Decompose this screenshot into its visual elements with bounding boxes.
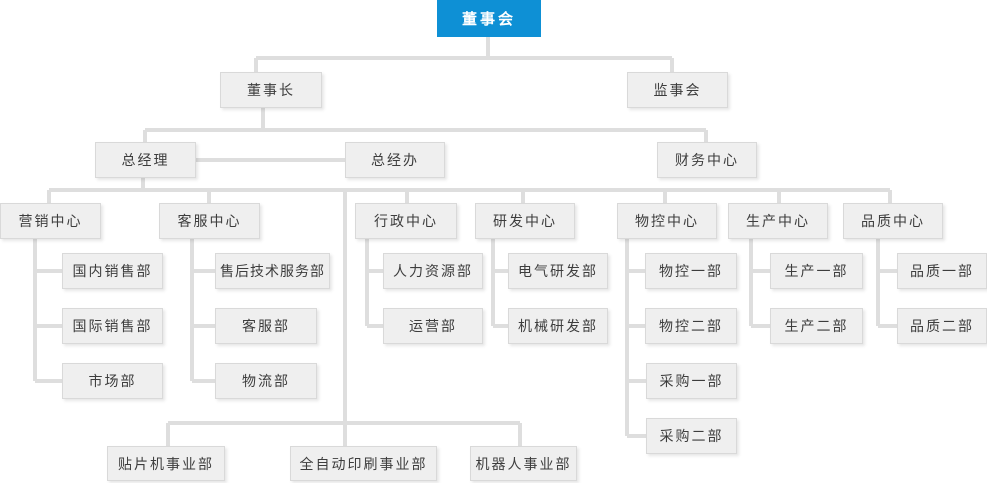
org-node-operations-dept: 运营部: [383, 308, 483, 344]
org-node-rnd-center: 研发中心: [475, 203, 575, 239]
org-node-purchasing-2: 采购二部: [646, 418, 737, 454]
org-node-finance-center: 财务中心: [657, 142, 757, 178]
org-node-production-center: 生产中心: [728, 203, 828, 239]
org-node-hr-dept: 人力资源部: [383, 253, 483, 289]
org-node-production-1: 生产一部: [770, 253, 863, 289]
org-node-supervisory-board: 监事会: [627, 72, 728, 108]
org-node-general-manager: 总经理: [95, 142, 196, 178]
org-node-marketing-center: 营销中心: [0, 203, 101, 239]
org-node-market-dept: 市场部: [62, 363, 163, 399]
org-node-international-sales: 国际销售部: [62, 308, 163, 344]
org-node-quality-1: 品质一部: [897, 253, 987, 289]
org-node-electrical-rnd: 电气研发部: [508, 253, 608, 289]
org-node-auto-printing-division: 全自动印刷事业部: [290, 446, 437, 481]
org-node-material-control-2: 物控二部: [645, 308, 737, 344]
org-node-smt-division: 贴片机事业部: [107, 446, 225, 481]
org-node-chairman: 董事长: [220, 72, 322, 108]
org-node-customer-service-dept: 客服部: [215, 308, 317, 344]
org-node-logistics-dept: 物流部: [215, 363, 317, 399]
org-node-material-control-center: 物控中心: [617, 203, 717, 239]
org-node-gm-office: 总经办: [345, 142, 445, 178]
org-node-customer-service-center: 客服中心: [159, 203, 260, 239]
org-node-production-2: 生产二部: [770, 308, 863, 344]
org-node-quality-center: 品质中心: [843, 203, 943, 239]
org-node-domestic-sales: 国内销售部: [62, 253, 163, 289]
org-node-after-sales-tech-service: 售后技术服务部: [215, 253, 330, 289]
org-node-robot-division: 机器人事业部: [470, 446, 577, 481]
org-node-quality-2: 品质二部: [897, 308, 987, 344]
org-node-mechanical-rnd: 机械研发部: [508, 308, 608, 344]
org-node-purchasing-1: 采购一部: [646, 363, 737, 399]
org-node-admin-center: 行政中心: [355, 203, 457, 239]
org-node-board: 董事会: [437, 0, 541, 37]
org-node-material-control-1: 物控一部: [645, 253, 737, 289]
